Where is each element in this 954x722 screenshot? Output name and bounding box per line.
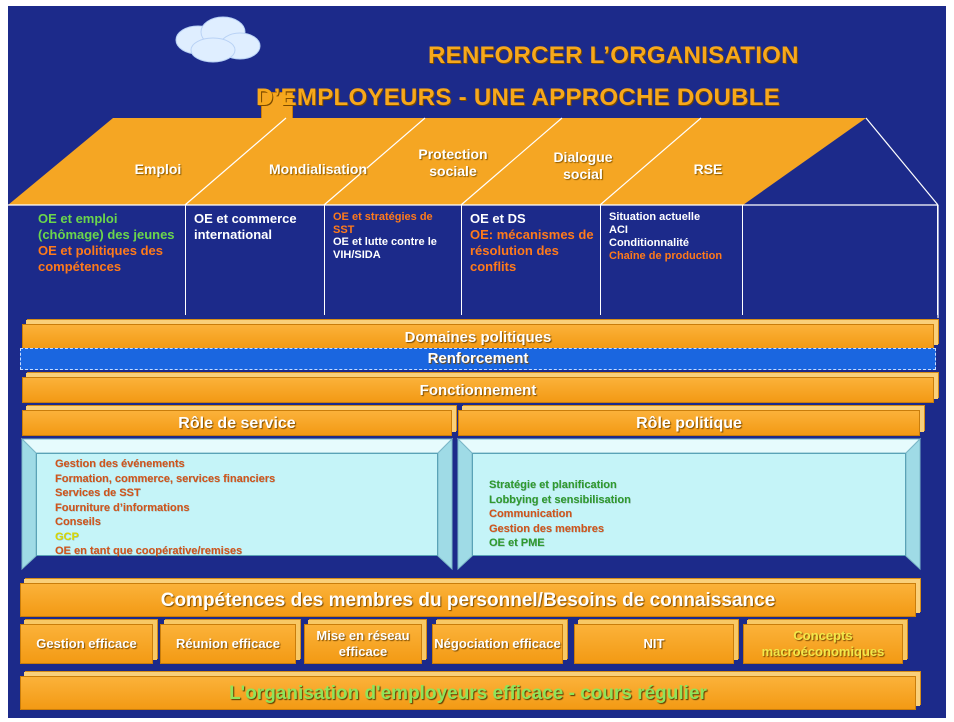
column-line: Chaîne de production [609,250,723,262]
column-line: OE et politiques des compétences [38,243,163,274]
roof-emploi: Emploi [134,161,182,177]
roof-label-word: Protection [418,146,488,162]
roof-label-word: Dialogue [553,149,613,165]
column-mondialisation: OE et commerce international [186,205,325,315]
panel-item: Conseils [55,516,101,528]
bar-fonctionnement: Fonctionnement [22,377,934,403]
panel-item: Communication [489,508,573,520]
bar-cours-regulier: L'organisation d'employeurs efficace - c… [20,676,916,710]
panel-item: Formation, commerce, services financiers [55,472,276,485]
title-line-1: RENFORCER L’ORGANISATION [428,42,799,69]
column-line: OE et emploi (chômage) des jeunes [38,211,175,242]
panel-item: GCP [55,530,79,543]
title-line-2: D’EMPLOYEURS - UNE APPROCHE DOUBLE [256,84,781,111]
column-line: ACI [609,224,628,236]
skill-concepts-macro: Concepts macroéconomiques [743,624,903,664]
panel-item: Gestion des membres [489,522,604,535]
roof-rse: RSE [693,161,723,177]
column-line: OE et stratégies de SST [333,211,433,236]
column-line: OE et commerce international [194,211,297,242]
column-line: OE: mécanismes de résolution des conflit… [470,227,594,274]
bar-renforcement: Renforcement [20,348,936,370]
roof-label-word: social [563,166,603,182]
cloud-icon [175,16,261,63]
panel-item: Gestion des événements [55,458,185,470]
panel-item: Services de SST [55,487,141,499]
column-empty [743,205,938,315]
panel-item: Stratégie et planification [489,479,617,491]
skill-nit: NIT [574,624,734,664]
bar-domaines-politiques: Domaines politiques [22,324,934,349]
skill-mise-en-reseau: Mise en réseau efficace [304,624,422,664]
panel-item: OE en tant que coopérative/remises [55,545,243,557]
column-line: OE et DS [470,211,526,226]
bar-role-politique: Rôle politique [458,410,920,436]
panel-item: Fourniture d’informations [55,501,190,514]
skill-reunion-efficace: Réunion efficace [160,624,296,664]
skill-negociation: Négociation efficace [432,624,563,664]
roof-label-word: sociale [429,163,477,179]
column-line: Conditionnalité [609,237,690,249]
skill-gestion-efficace: Gestion efficace [20,624,153,664]
bar-competences: Compétences des membres du personnel/Bes… [20,583,916,617]
house-roof [8,117,939,318]
panel-item: Lobbying et sensibilisation [489,493,631,506]
bar-role-de-service: Rôle de service [22,410,452,436]
slide: RENFORCER L’ORGANISATION D’EMPLOYEURS - … [8,6,946,718]
panel-frames [20,437,922,571]
panel-item: OE et PME [489,537,545,549]
roof-mondialisation: Mondialisation [269,161,367,177]
column-line: Situation actuelle [609,211,701,223]
column-line: OE et lutte contre le VIH/SIDA [333,236,437,261]
